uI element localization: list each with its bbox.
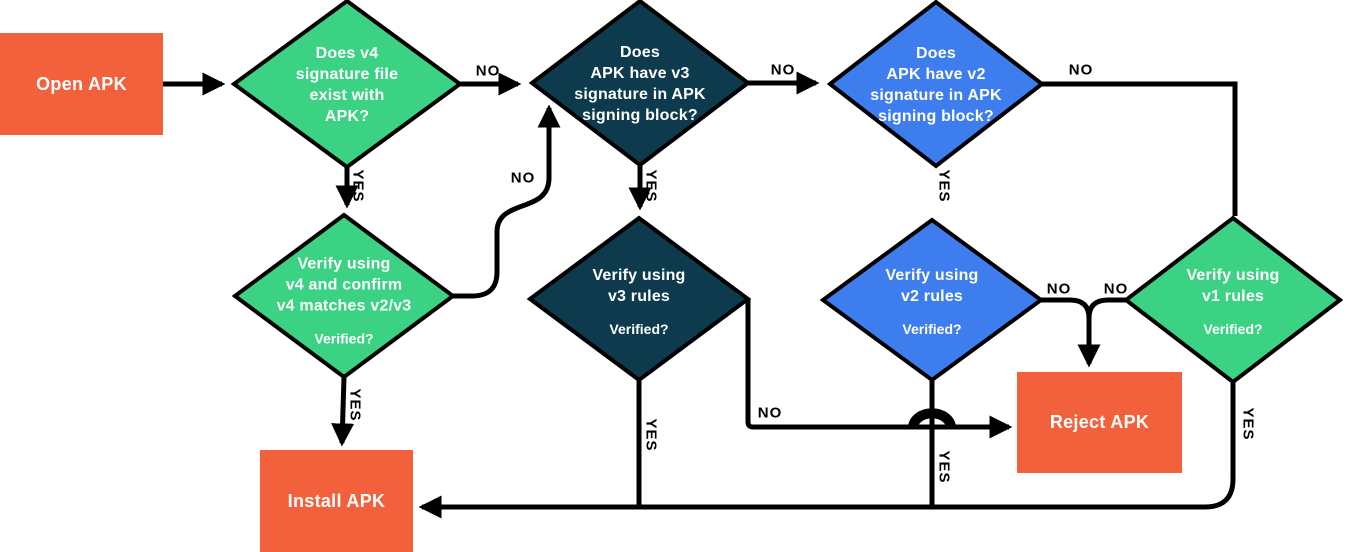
node-reject-apk: Reject APK [1017, 372, 1182, 473]
node-install-apk: Install APK [260, 450, 413, 552]
line-hop [908, 408, 956, 429]
decision-verify-v1-rules [1122, 215, 1344, 385]
decision-verify-v3-rules [526, 215, 752, 383]
edge-verifyv4-yes-to-install [331, 376, 355, 447]
edge-verifyv2-no-to-reject [1038, 297, 1101, 368]
edge-verifyv3-no-to-reject [745, 299, 1013, 439]
edge-verifyv1-no-to-reject [1086, 297, 1126, 319]
install-apk-label: Install APK [287, 490, 386, 511]
open-apk-label: Open APK [36, 73, 127, 94]
edge-verifyv1-yes-to-install [418, 382, 1236, 519]
decision-apk-has-v2-signature [826, 0, 1046, 169]
decision-v4-signature-exists [230, 0, 464, 170]
reject-apk-label: Reject APK [1049, 412, 1150, 432]
edge-qv2-no-to-verifyv1 [1042, 81, 1238, 216]
decision-verify-v2-rules [819, 217, 1045, 383]
edge-verifyv4-no-to-qv3 [453, 104, 561, 299]
decision-apk-has-v3-signature [528, 0, 752, 168]
node-open-apk: Open APK [0, 33, 163, 135]
decision-verify-v4-rules [231, 212, 457, 380]
